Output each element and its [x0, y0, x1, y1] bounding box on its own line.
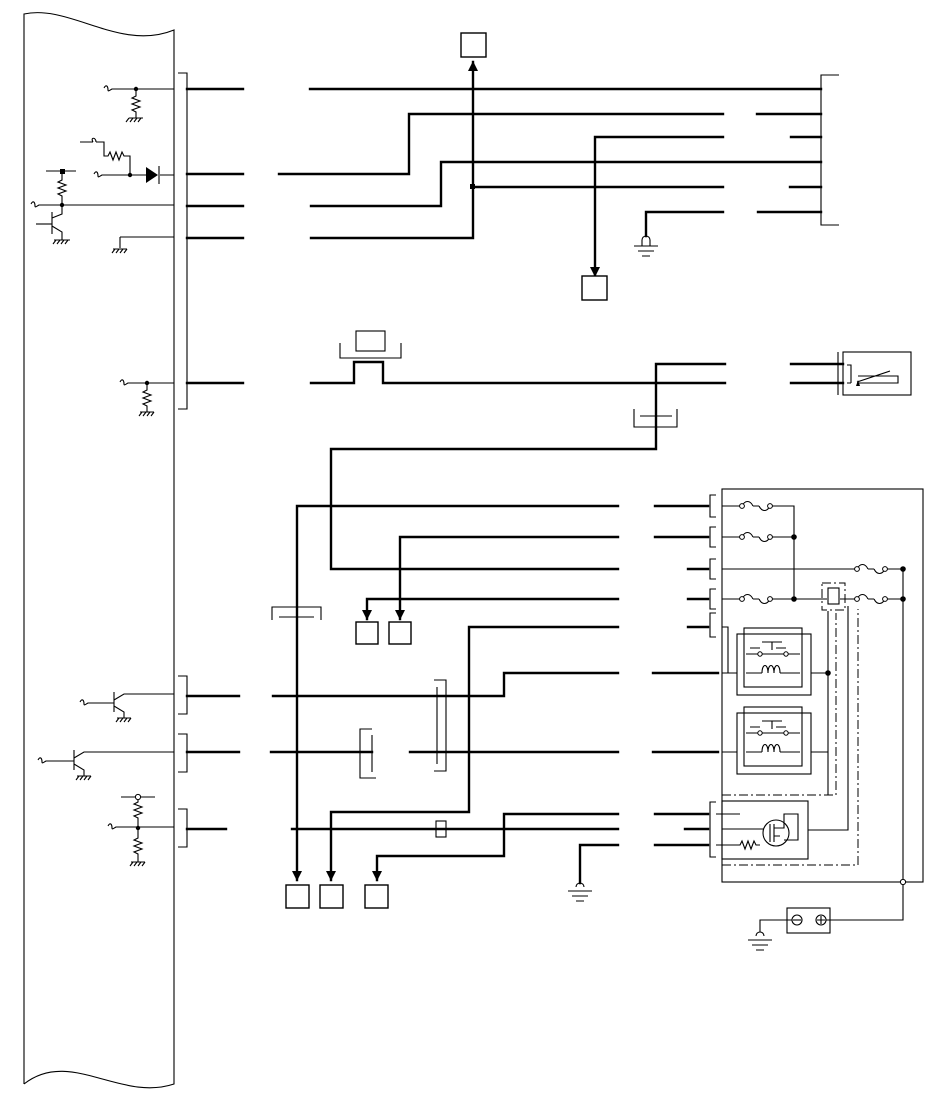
inline-connector-lower-mid — [359, 728, 376, 779]
upper-harness-wires — [185, 60, 823, 278]
ecu-transistor-circuit-1 — [30, 169, 174, 245]
switch-component — [837, 351, 912, 396]
fuse-row-wires — [722, 500, 907, 886]
inline-connector-lower-right — [434, 679, 447, 772]
ground-symbol-1 — [634, 235, 658, 257]
mosfet-module — [716, 606, 859, 866]
component-box-upper-mid — [581, 275, 608, 301]
control-unit-body — [23, 12, 175, 1089]
component-box-lower-1 — [355, 621, 379, 645]
ecu-connector-a — [178, 72, 188, 410]
component-box-lower-2 — [388, 621, 412, 645]
ecu-input-circuit-3 — [107, 793, 174, 867]
inline-connector-middle — [633, 409, 678, 428]
lower-harness-wires — [185, 504, 720, 885]
relay-2 — [722, 706, 828, 775]
ecu-ground-circuit — [111, 236, 174, 254]
upper-connector-right — [820, 74, 839, 226]
ecu-transistor-circuit-2 — [79, 692, 174, 723]
component-box-top — [460, 32, 487, 58]
ecu-connector-d — [178, 808, 188, 848]
ground-symbol-2 — [568, 882, 592, 902]
ecu-transistor-circuit-3 — [37, 750, 174, 781]
inline-connector-lower-left — [271, 606, 322, 620]
ecu-input-circuit-2 — [119, 379, 174, 417]
inline-connector-upper — [339, 330, 402, 359]
relay-bus-wires — [722, 611, 837, 796]
ground-symbol-3 — [748, 931, 772, 951]
fuse-relay-box — [709, 488, 924, 883]
ecu-connector-c — [178, 733, 188, 773]
battery-terminal — [759, 885, 904, 934]
component-box-bottom-2 — [319, 884, 344, 909]
inline-resistor-lower — [435, 820, 447, 838]
ecu-diode-circuit — [80, 137, 174, 184]
ecu-input-circuit-1 — [103, 85, 174, 123]
component-box-bottom-1 — [285, 884, 310, 909]
relay-1 — [722, 627, 828, 696]
component-box-bottom-3 — [364, 884, 389, 909]
inline-fuse-block — [821, 582, 846, 611]
middle-harness-wires — [185, 360, 845, 571]
ecu-connector-b — [178, 675, 188, 715]
